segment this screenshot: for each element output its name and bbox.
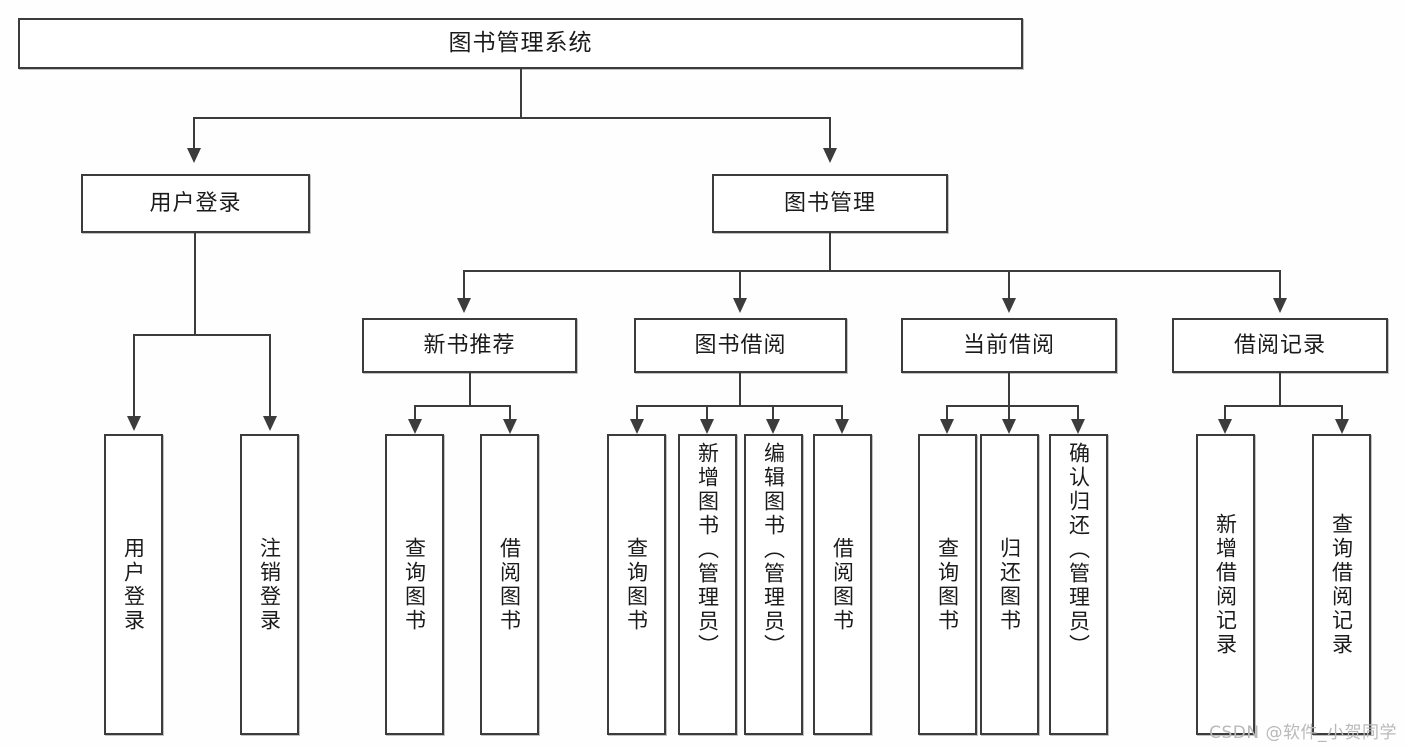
node-label: 用户登录 bbox=[149, 190, 242, 216]
node-label: 查询图书 bbox=[935, 536, 960, 633]
edge-bm-to-current-borrow bbox=[1008, 270, 1010, 300]
node-new-book-recommend[interactable]: 新书推荐 bbox=[362, 318, 577, 373]
node-label: 当前借阅 bbox=[962, 332, 1055, 358]
edge-book-borrow-to-leaf-1 bbox=[636, 405, 638, 421]
node-label: 注销登录 bbox=[257, 536, 282, 633]
edge-bm-to-new-book bbox=[463, 270, 465, 300]
arrow-current-borrow-to-leaf-2 bbox=[1002, 419, 1016, 434]
node-label: 借阅图书 bbox=[830, 536, 855, 633]
node-label: 图书借阅 bbox=[694, 332, 787, 358]
watermark: CSDN @软件_小贺同学 bbox=[1209, 723, 1397, 743]
arrow-book-borrow-to-leaf-2 bbox=[700, 419, 714, 434]
leaf-new-book-borrow[interactable]: 借阅图书 bbox=[480, 434, 539, 735]
arrow-book-borrow-to-leaf-4 bbox=[835, 419, 849, 434]
node-label: 查询图书 bbox=[402, 536, 427, 633]
leaf-borrow-edit-book-admin[interactable]: 编辑图书（管理员） bbox=[744, 434, 803, 735]
arrow-bm-to-borrow-record bbox=[1273, 298, 1287, 313]
edge-root-stem bbox=[520, 69, 522, 118]
arrow-new-book-to-leaf-2 bbox=[503, 419, 517, 434]
node-label: 用户登录 bbox=[121, 536, 146, 633]
arrow-user-login-to-leaf-2 bbox=[263, 416, 277, 431]
edge-root-bus bbox=[193, 117, 830, 119]
edge-book-management-bus bbox=[463, 270, 1280, 272]
edge-current-borrow-bus bbox=[946, 405, 1078, 407]
edge-bm-to-borrow-record bbox=[1279, 270, 1281, 300]
edge-new-book-to-leaf-2 bbox=[509, 405, 511, 421]
leaf-borrow-borrow-book[interactable]: 借阅图书 bbox=[813, 434, 872, 735]
edge-current-borrow-to-leaf-2 bbox=[1008, 405, 1010, 421]
arrow-bm-to-new-book bbox=[457, 298, 471, 313]
edge-user-login-to-leaf-1 bbox=[133, 334, 135, 418]
node-label: 新增图书（管理员） bbox=[695, 442, 720, 658]
arrow-root-to-book-management bbox=[823, 148, 837, 163]
arrow-user-login-to-leaf-1 bbox=[127, 416, 141, 431]
edge-root-to-book-management bbox=[829, 117, 831, 151]
edge-book-borrow-to-leaf-4 bbox=[841, 405, 843, 421]
arrow-current-borrow-to-leaf-3 bbox=[1071, 419, 1085, 434]
arrow-book-borrow-to-leaf-3 bbox=[766, 419, 780, 434]
node-label: 新书推荐 bbox=[423, 332, 516, 358]
arrow-bm-to-book-borrow bbox=[733, 298, 747, 313]
node-root-book-management-system[interactable]: 图书管理系统 bbox=[18, 18, 1023, 69]
node-label: 查询图书 bbox=[624, 536, 649, 633]
arrow-current-borrow-to-leaf-1 bbox=[940, 419, 954, 434]
edge-borrow-record-to-leaf-1 bbox=[1224, 405, 1226, 421]
arrow-borrow-record-to-leaf-1 bbox=[1218, 419, 1232, 434]
edge-new-book-to-leaf-1 bbox=[414, 405, 416, 421]
edge-borrow-record-bus bbox=[1224, 405, 1341, 407]
node-label: 借阅图书 bbox=[497, 536, 522, 633]
edge-user-login-bus bbox=[133, 334, 270, 336]
leaf-current-return-book[interactable]: 归还图书 bbox=[980, 434, 1039, 735]
edge-borrow-record-stem bbox=[1279, 373, 1281, 406]
edge-current-borrow-to-leaf-3 bbox=[1077, 405, 1079, 421]
node-label: 确认归还（管理员） bbox=[1066, 442, 1091, 658]
leaf-user-logout[interactable]: 注销登录 bbox=[240, 434, 299, 735]
leaf-current-confirm-return-admin[interactable]: 确认归还（管理员） bbox=[1049, 434, 1108, 735]
edge-book-management-stem bbox=[829, 233, 831, 271]
node-label: 借阅记录 bbox=[1233, 332, 1326, 358]
arrow-borrow-record-to-leaf-2 bbox=[1335, 419, 1349, 434]
arrow-new-book-to-leaf-1 bbox=[408, 419, 422, 434]
arrow-bm-to-current-borrow bbox=[1002, 298, 1016, 313]
leaf-borrow-query-book[interactable]: 查询图书 bbox=[607, 434, 666, 735]
leaf-current-query-book[interactable]: 查询图书 bbox=[918, 434, 977, 735]
node-label: 图书管理系统 bbox=[448, 29, 593, 56]
edge-book-borrow-stem bbox=[739, 373, 741, 406]
leaf-record-add[interactable]: 新增借阅记录 bbox=[1196, 434, 1255, 735]
edge-book-borrow-to-leaf-3 bbox=[772, 405, 774, 421]
edge-user-login-stem bbox=[194, 233, 196, 335]
node-book-borrow[interactable]: 图书借阅 bbox=[634, 318, 847, 373]
leaf-user-login[interactable]: 用户登录 bbox=[104, 434, 163, 735]
node-borrow-record[interactable]: 借阅记录 bbox=[1172, 318, 1388, 373]
arrow-root-to-user-login bbox=[187, 148, 201, 163]
node-label: 查询借阅记录 bbox=[1329, 512, 1354, 657]
node-label: 新增借阅记录 bbox=[1213, 512, 1238, 657]
edge-borrow-record-to-leaf-2 bbox=[1341, 405, 1343, 421]
leaf-new-book-query[interactable]: 查询图书 bbox=[385, 434, 444, 735]
node-label: 编辑图书（管理员） bbox=[761, 442, 786, 658]
leaf-record-query[interactable]: 查询借阅记录 bbox=[1312, 434, 1371, 735]
node-label: 归还图书 bbox=[997, 536, 1022, 633]
edge-current-borrow-stem bbox=[1008, 373, 1010, 406]
node-user-login[interactable]: 用户登录 bbox=[81, 174, 310, 233]
edge-new-book-stem bbox=[469, 373, 471, 406]
edge-new-book-bus bbox=[414, 405, 510, 407]
edge-root-to-user-login bbox=[193, 117, 195, 151]
edge-book-borrow-to-leaf-2 bbox=[706, 405, 708, 421]
edge-book-borrow-bus bbox=[636, 405, 843, 407]
arrow-book-borrow-to-leaf-1 bbox=[630, 419, 644, 434]
edge-current-borrow-to-leaf-1 bbox=[946, 405, 948, 421]
leaf-borrow-add-book-admin[interactable]: 新增图书（管理员） bbox=[678, 434, 737, 735]
node-current-borrow[interactable]: 当前借阅 bbox=[901, 318, 1117, 373]
node-label: 图书管理 bbox=[783, 190, 876, 216]
node-book-management[interactable]: 图书管理 bbox=[712, 174, 948, 233]
edge-bm-to-book-borrow bbox=[739, 270, 741, 300]
edge-user-login-to-leaf-2 bbox=[269, 334, 271, 418]
